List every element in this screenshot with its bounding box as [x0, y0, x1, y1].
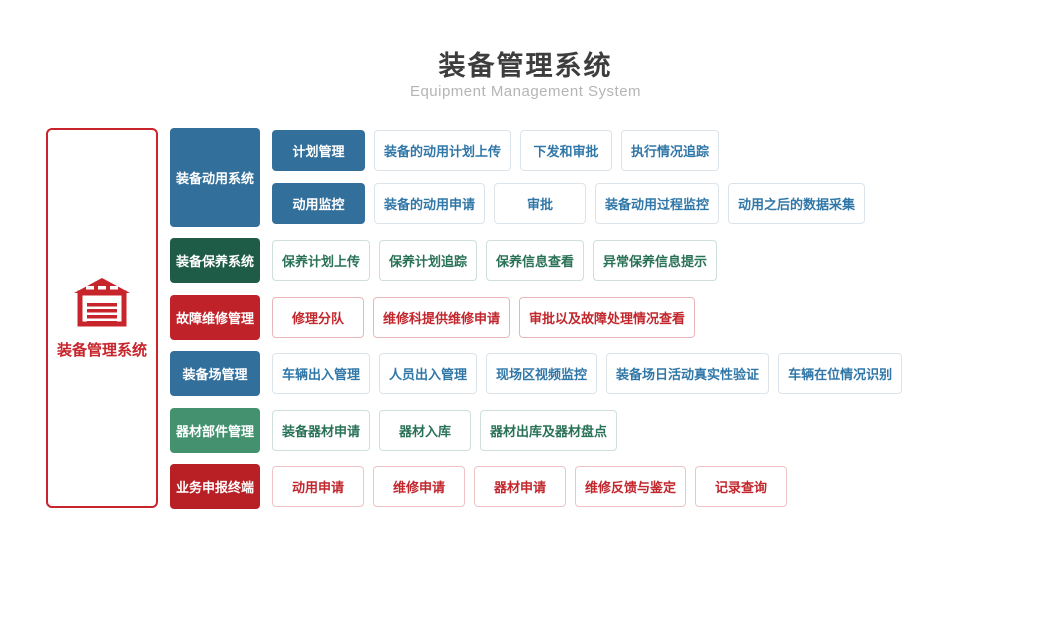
category-box: 故障维修管理: [170, 295, 260, 340]
diagram-node: 车辆出入管理: [272, 353, 371, 394]
diagram-node: 装备动用过程监控: [595, 183, 720, 224]
diagram-node: 维修反馈与鉴定: [575, 466, 687, 507]
item-row: 装备的动用申请审批装备动用过程监控动用之后的数据采集: [374, 183, 866, 224]
diagram-node: 人员出入管理: [379, 353, 478, 394]
diagram-node: 装备场日活动真实性验证: [606, 353, 770, 394]
diagram-node: 下发和审批: [520, 130, 613, 171]
item-row: 装备器材申请器材入库器材出库及器材盘点: [272, 410, 618, 451]
diagram-node: 保养计划上传: [272, 240, 371, 281]
diagram-node: 器材申请: [474, 466, 566, 507]
sub-category-box: 计划管理: [272, 130, 365, 171]
item-row: 修理分队维修科提供维修申请审批以及故障处理情况查看: [272, 297, 696, 338]
diagram-node: 装备的动用申请: [374, 183, 486, 224]
diagram-node: 动用之后的数据采集: [728, 183, 866, 224]
category-box: 装备保养系统: [170, 238, 260, 283]
diagram-node: 执行情况追踪: [621, 130, 720, 171]
diagram-node: 车辆在位情况识别: [778, 353, 903, 394]
warehouse-icon: [73, 277, 131, 332]
diagram-node: 器材入库: [379, 410, 472, 451]
category-box: 业务申报终端: [170, 464, 260, 509]
item-row: 动用申请维修申请器材申请维修反馈与鉴定记录查询: [272, 466, 788, 507]
diagram-node: 审批以及故障处理情况查看: [519, 297, 696, 338]
diagram-node: 装备器材申请: [272, 410, 371, 451]
diagram-node: 修理分队: [272, 297, 364, 338]
root-label: 装备管理系统: [56, 341, 147, 359]
category-box: 装备场管理: [170, 351, 260, 396]
diagram-node: 装备的动用计划上传: [374, 130, 512, 171]
diagram-node: 现场区视频监控: [486, 353, 598, 394]
diagram-node: 维修申请: [373, 466, 465, 507]
page-subtitle: Equipment Management System: [409, 83, 642, 100]
category-box: 器材部件管理: [170, 408, 260, 453]
diagram-node: 保养计划追踪: [379, 240, 478, 281]
diagram-node: 异常保养信息提示: [593, 240, 718, 281]
diagram-node: 审批: [494, 183, 587, 224]
diagram-node: 维修科提供维修申请: [373, 297, 511, 338]
diagram-node: 记录查询: [695, 466, 788, 507]
diagram-node: 动用申请: [272, 466, 364, 507]
sub-category-box: 动用监控: [272, 183, 365, 224]
page-title: 装备管理系统: [438, 51, 613, 81]
diagram-node: 保养信息查看: [486, 240, 585, 281]
item-row: 保养计划上传保养计划追踪保养信息查看异常保养信息提示: [272, 240, 718, 281]
item-row: 车辆出入管理人员出入管理现场区视频监控装备场日活动真实性验证车辆在位情况识别: [272, 353, 903, 394]
diagram-node: 器材出库及器材盘点: [480, 410, 618, 451]
root-box: 装备管理系统: [46, 128, 158, 508]
category-box: 装备动用系统: [170, 128, 260, 227]
item-row: 装备的动用计划上传下发和审批执行情况追踪: [374, 130, 720, 171]
